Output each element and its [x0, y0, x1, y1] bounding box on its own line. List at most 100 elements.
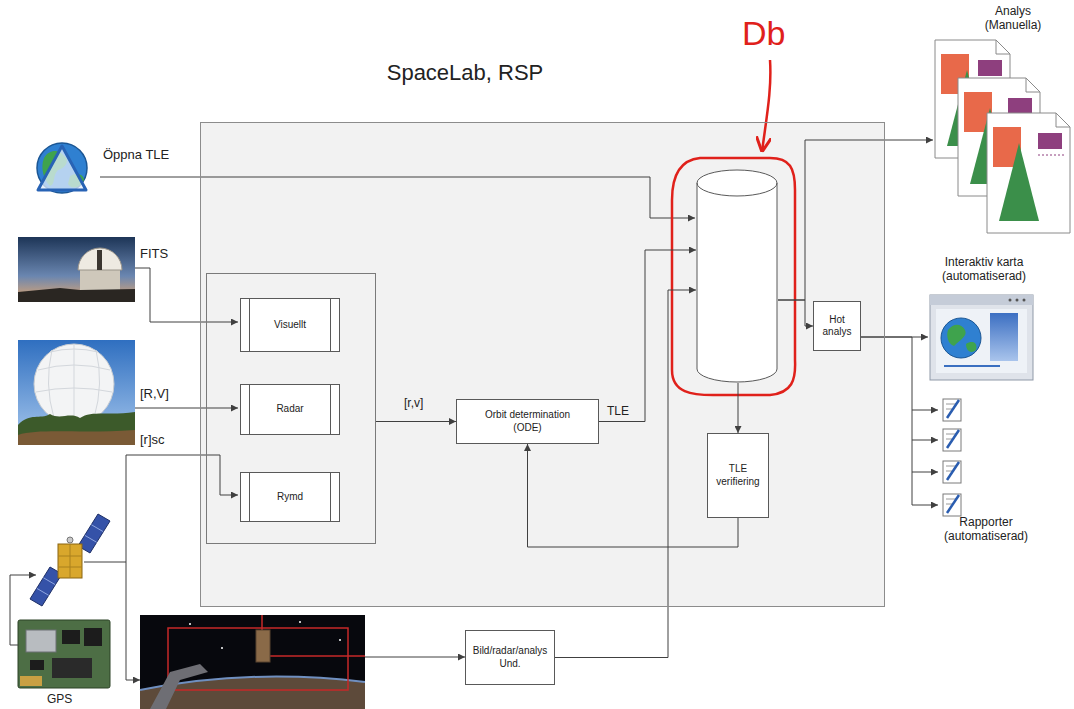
signal-wire: [912, 440, 938, 441]
map-window-icon: [941, 318, 981, 358]
observatory-photo: [78, 248, 122, 270]
output-reports: Rapporter (automatiserad): [938, 395, 1034, 547]
report-icon: [947, 495, 959, 513]
signal-wire: [84, 455, 238, 562]
map-window-icon: [1016, 299, 1019, 302]
red-annotation: [762, 60, 770, 152]
report-icon: [943, 429, 961, 451]
observatory-photo: [80, 268, 120, 292]
caption: GPS: [47, 692, 72, 706]
node-label: Interaktiv karta (automatiserad): [928, 255, 1040, 284]
simulation-screenshot: [189, 623, 191, 625]
output-map: Interaktiv karta (automatiserad): [928, 255, 1040, 383]
globe-icon: [38, 146, 86, 190]
radome-photo: [36, 344, 112, 424]
cylinder-outline: [697, 183, 777, 196]
simulation-screenshot: [140, 615, 365, 709]
connector: [376, 421, 456, 422]
simulation-screenshot: [256, 630, 270, 662]
satellite-icon: [85, 525, 104, 543]
satellite-icon: [30, 567, 62, 606]
node-label: Rymd: [277, 491, 303, 504]
satellite-icon: [37, 578, 56, 596]
signal-wire: [10, 575, 36, 645]
map-window-icon: [1023, 299, 1026, 302]
document-stack-icon: [1056, 113, 1070, 127]
connector: [861, 337, 938, 505]
document-stack-icon: [999, 143, 1039, 221]
simulation-screenshot: [221, 647, 223, 649]
observatory-photo: [18, 237, 135, 302]
process-box: Hot analys: [813, 301, 861, 351]
connector: [599, 250, 696, 422]
simulation-screenshot: [140, 615, 365, 709]
map-window-icon: [966, 342, 976, 352]
map-window-icon: [990, 313, 1018, 361]
connector: [555, 290, 696, 658]
node-label: Analys (Manuella): [968, 4, 1058, 33]
observatory-photo: [18, 237, 135, 302]
document-stack-icon: [978, 60, 1002, 76]
gps-board: [30, 660, 44, 670]
gps-board: [26, 630, 56, 652]
signal-wire: [912, 410, 938, 411]
report-icon: [943, 399, 961, 516]
connector: [738, 383, 739, 433]
signal-wire: [365, 657, 465, 658]
simulation-screenshot: [339, 639, 341, 641]
node-label: Radar: [276, 403, 303, 416]
radome-photo: [18, 412, 135, 445]
signal-wire: [135, 408, 238, 409]
satellite-icon: [58, 544, 82, 578]
signal-label: [R,V]: [140, 386, 169, 401]
globe-icon: [37, 143, 87, 193]
signal-label: [r]sc: [140, 432, 165, 447]
signal-wire: [126, 562, 140, 680]
diagram-title: SpaceLab, RSP: [315, 60, 615, 86]
map-window-icon: [944, 365, 1000, 367]
observatory-photo: [18, 288, 135, 302]
document-stack-icon: [1038, 155, 1064, 156]
report-icon: [947, 462, 959, 480]
process-box: Bild/radar/analys Und.: [465, 630, 555, 685]
simulation-screenshot: [262, 615, 365, 656]
signal-wire: [10, 177, 938, 680]
gps-board: [84, 628, 102, 646]
database-cylinder: [696, 169, 778, 383]
gps-board: [62, 630, 80, 644]
radome-photo: [34, 344, 114, 424]
red-annotation: [672, 60, 795, 395]
predefined-process: Visuellt: [240, 298, 340, 352]
process-box: Orbit determination (ODE): [456, 399, 599, 444]
satellite-icon: [30, 514, 110, 606]
signal-wire: [100, 177, 695, 218]
node-label: TLE verifiering: [711, 463, 765, 488]
signal-wire: [135, 268, 238, 322]
satellite-icon: [58, 544, 82, 578]
annotation: Db: [742, 14, 785, 53]
source-label: Öppna TLE: [103, 147, 169, 162]
document-stack-icon: [1008, 98, 1032, 114]
output-documents: Analys (Manuella): [933, 2, 1072, 238]
red-annotation: [672, 158, 795, 395]
node-label: Rapporter (automatiserad): [938, 515, 1034, 544]
map-window-icon: [930, 295, 1033, 305]
gps-board: [18, 620, 110, 688]
signal-label: FITS: [140, 246, 168, 261]
radome-photo: [18, 340, 135, 445]
process-box: TLE verifiering: [707, 433, 769, 518]
globe-icon: [37, 143, 87, 193]
observatory-photo: [97, 250, 102, 270]
gps-board: [18, 620, 110, 688]
document-stack-icon: [935, 40, 1070, 233]
node-label: Hot analys: [817, 314, 857, 339]
simulation-screenshot: [150, 664, 208, 709]
simulation-screenshot: [299, 621, 301, 623]
map-window-icon: [1009, 299, 1012, 302]
radome-photo: [18, 430, 135, 445]
cylinder-outline: [697, 170, 777, 382]
system-panel: VisuelltRadarRymd Orbit determination (OD…: [200, 122, 885, 607]
